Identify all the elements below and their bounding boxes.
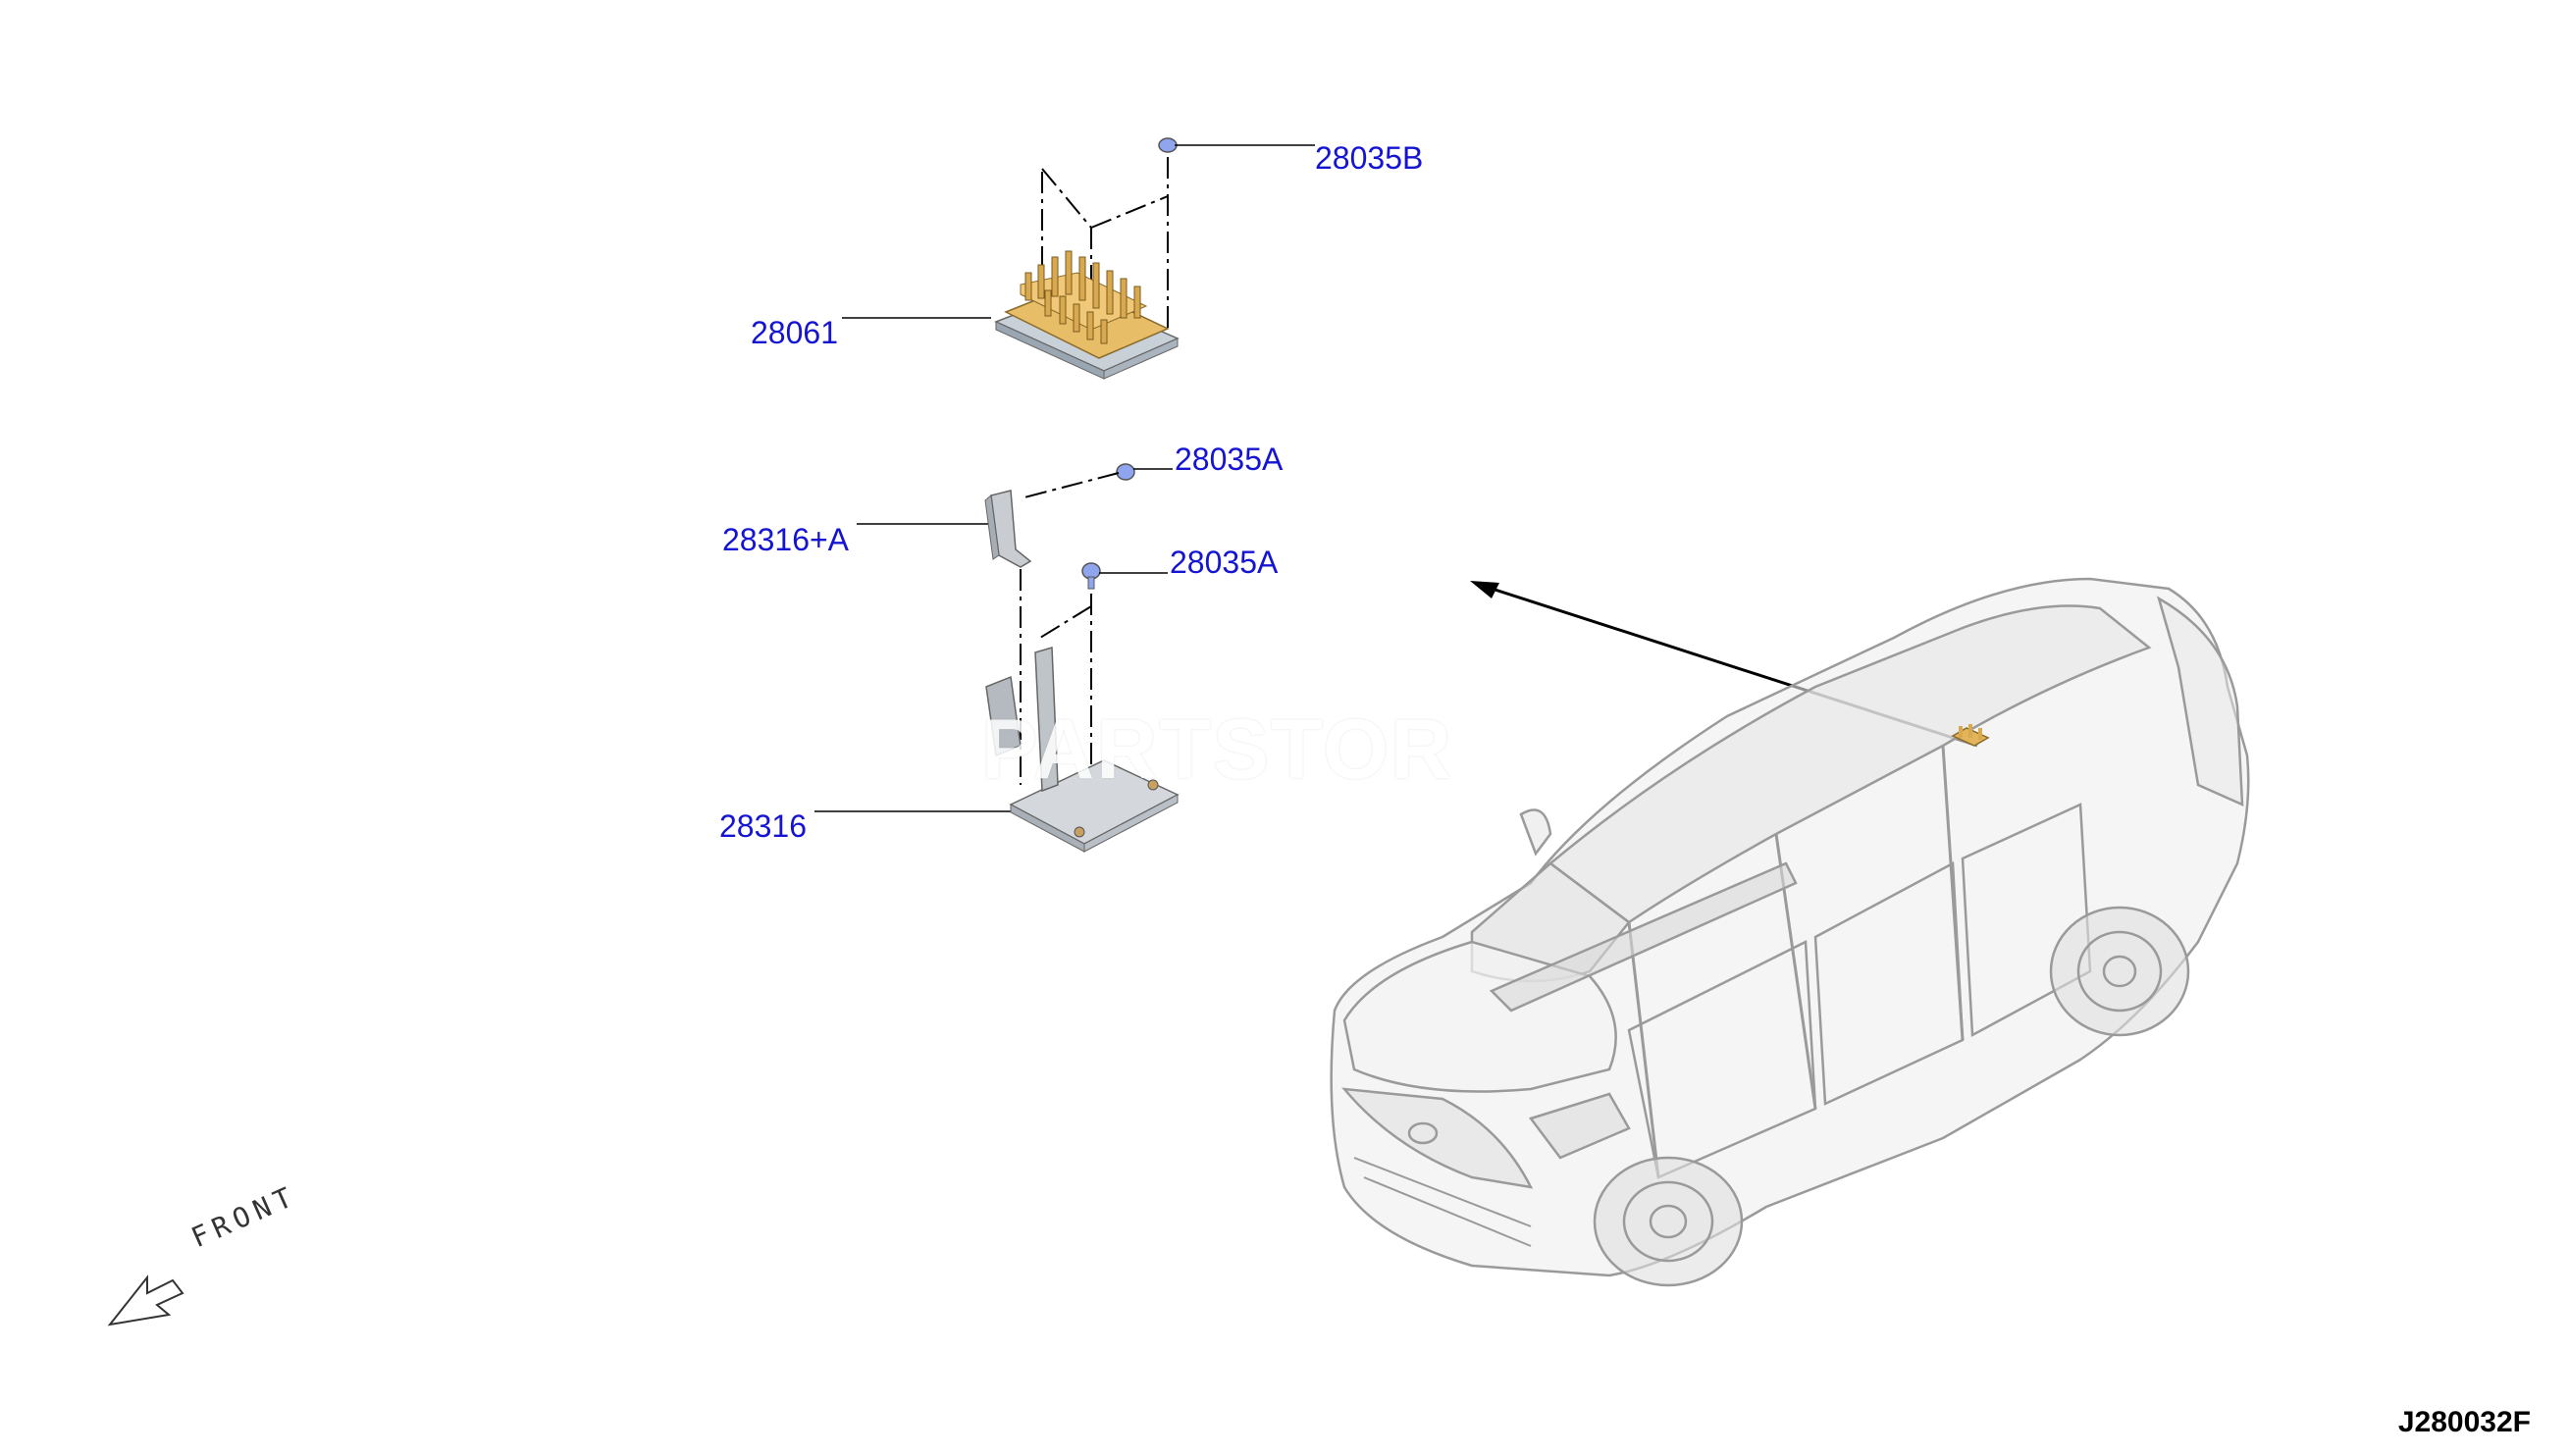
bolt-28035a-lower (1020, 562, 1168, 785)
callout-28061[interactable]: 28061 (751, 315, 838, 350)
callout-28035a-upper[interactable]: 28035A (1175, 442, 1284, 477)
callout-28316a[interactable]: 28316+A (722, 522, 850, 557)
control-unit-28061 (842, 250, 1180, 380)
vehicle-illustration (1330, 577, 2250, 1287)
front-direction-arrow (107, 1274, 184, 1326)
callout-28316[interactable]: 28316 (719, 808, 807, 844)
callout-28035a-lower[interactable]: 28035A (1170, 545, 1279, 580)
bolt-28035a-upper (1020, 463, 1173, 499)
bracket-28316a (857, 490, 1032, 568)
callout-28035b[interactable]: 28035B (1315, 140, 1424, 176)
bracket-28316 (814, 647, 1180, 853)
bolt-28035b (1158, 137, 1315, 153)
unit-location-marker (1951, 724, 1990, 747)
watermark-text: PARTSTOR (981, 702, 1454, 797)
diagram-code: J280032F (2397, 1406, 2531, 1438)
